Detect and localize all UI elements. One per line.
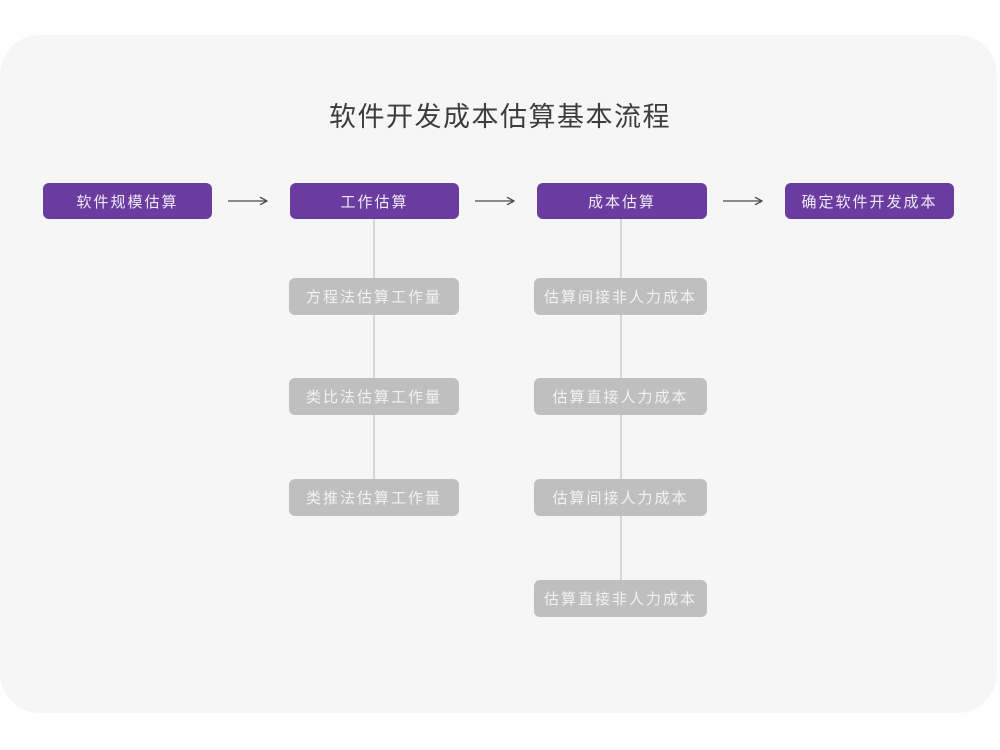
stage-effort-estimation: 工作估算 xyxy=(290,183,459,219)
arrow-right-icon xyxy=(228,196,268,206)
arrow-right-icon xyxy=(475,196,515,206)
stage-software-size-estimation: 软件规模估算 xyxy=(43,183,212,219)
substep-indirect-non-labor-cost: 估算间接非人力成本 xyxy=(534,278,707,315)
stage-determine-development-cost: 确定软件开发成本 xyxy=(785,183,954,219)
substep-analogy-method-effort: 类比法估算工作量 xyxy=(289,378,459,415)
diagram-title: 软件开发成本估算基本流程 xyxy=(329,102,671,132)
arrow-right-icon xyxy=(723,196,763,206)
stage-cost-estimation: 成本估算 xyxy=(537,183,707,219)
substep-extrapolation-method-effort: 类推法估算工作量 xyxy=(289,479,459,516)
substep-indirect-labor-cost: 估算间接人力成本 xyxy=(534,479,707,516)
substep-direct-non-labor-cost: 估算直接非人力成本 xyxy=(534,580,707,617)
substep-equation-method-effort: 方程法估算工作量 xyxy=(289,278,459,315)
connector-line-effort-column xyxy=(373,219,375,487)
diagram-card xyxy=(0,35,997,713)
substep-direct-labor-cost: 估算直接人力成本 xyxy=(534,378,707,415)
